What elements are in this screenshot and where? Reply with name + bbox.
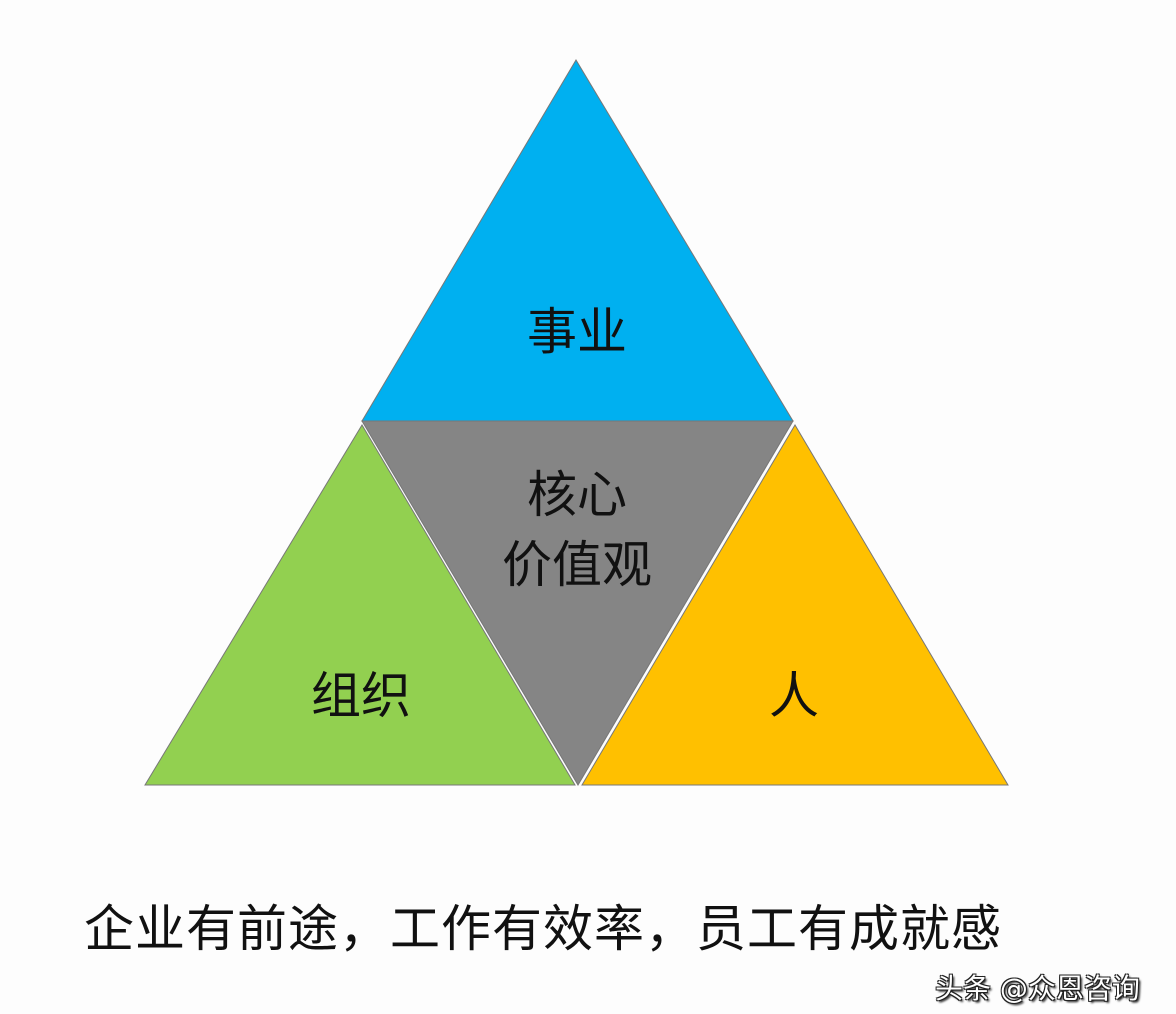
center-label-line2: 价值观 [502,536,652,594]
top-triangle [361,59,794,422]
left-label: 组织 [311,667,411,725]
right-triangle [581,424,1009,786]
center-label-line1: 核心 [527,466,627,524]
caption: 企业有前途，工作有效率，员工有成就感 [84,900,1002,958]
right-label: 人 [769,667,819,725]
center-triangle [361,420,794,786]
left-triangle [144,424,576,786]
top-label: 事业 [527,303,627,361]
watermark: 头条 @众恩咨询 [935,972,1140,1005]
